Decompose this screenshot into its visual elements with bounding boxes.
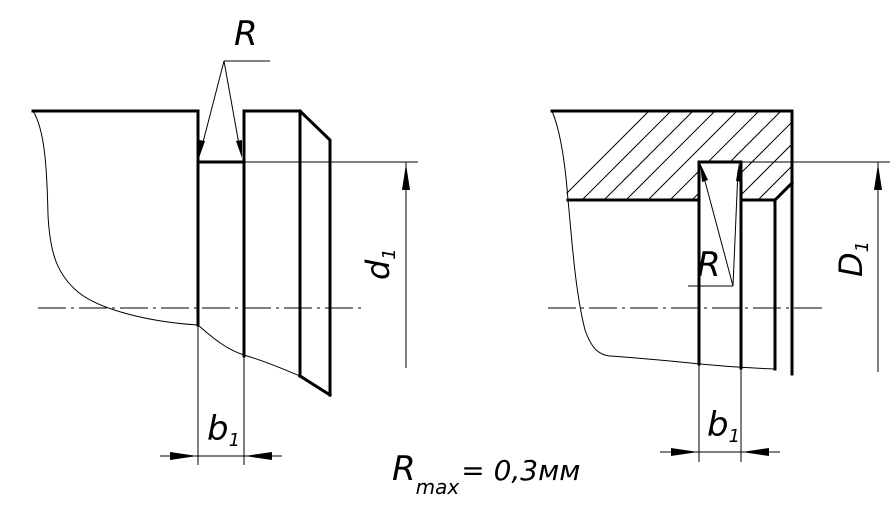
left-shaft-shoulder-outline — [242, 109, 332, 397]
right-radius-arrow-1 — [700, 163, 708, 182]
right-diameter-arrow — [874, 164, 882, 190]
left-radius-label: R — [234, 14, 258, 54]
left-diameter-label: d1 — [359, 248, 400, 280]
housing-section-hatch — [552, 111, 792, 200]
left-end-bottom — [297, 373, 333, 398]
left-width-label: b1 — [207, 409, 240, 451]
left-width-arrow-2 — [245, 452, 272, 460]
left-radius-leader — [199, 60, 270, 158]
left-diameter-arrow — [402, 164, 410, 190]
note-value: = 0,3мм — [461, 454, 580, 487]
left-shaft-top-outline — [31, 109, 200, 164]
note-symbol: R — [392, 449, 416, 489]
right-radius-arrow-2 — [736, 163, 742, 182]
right-housing-top — [550, 109, 794, 376]
left-break-line — [32, 110, 301, 377]
note-subscript: max — [416, 475, 460, 499]
left-radius-arrow-2 — [236, 140, 242, 158]
right-radius-label: R — [697, 245, 721, 285]
right-diameter-label: D1 — [832, 241, 873, 277]
right-width-arrow-2 — [742, 448, 769, 456]
right-break-line — [551, 110, 776, 370]
left-width-dimension — [160, 325, 282, 465]
right-width-arrow-1 — [671, 448, 698, 456]
right-diameter-dimension — [741, 161, 890, 372]
left-diameter-dimension — [244, 161, 418, 368]
right-width-dimension — [660, 364, 780, 462]
note-text: Rmax= 0,3мм — [392, 449, 580, 499]
left-radius-arrow-1 — [199, 140, 205, 158]
right-radius-leader — [688, 163, 742, 287]
right-view-housing — [548, 109, 822, 376]
right-width-label: b1 — [707, 405, 740, 447]
left-width-arrow-1 — [170, 452, 197, 460]
left-view-shaft — [31, 109, 362, 398]
